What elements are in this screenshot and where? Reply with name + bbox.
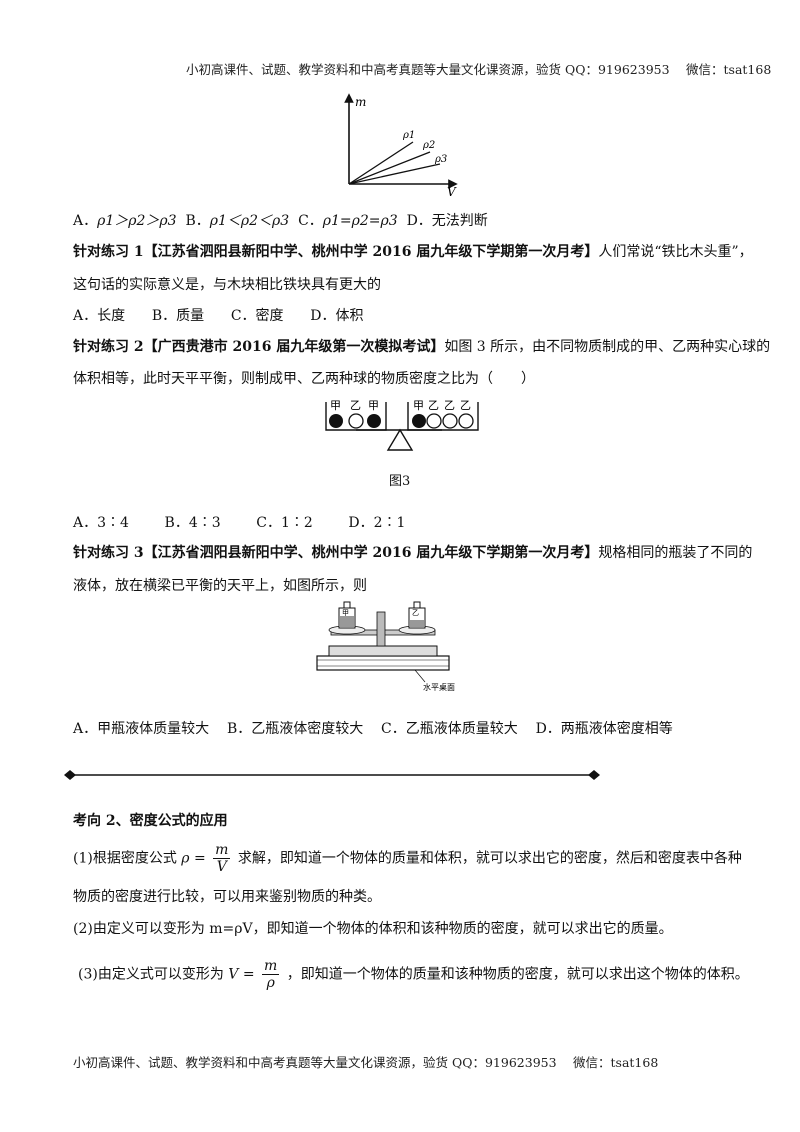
ball-yi — [442, 413, 458, 429]
x-axis-label: V — [447, 185, 457, 199]
bottle-label: 甲 — [342, 609, 349, 617]
line-label-rho2: ρ2 — [422, 140, 435, 151]
ball-label: 乙 — [460, 399, 471, 412]
q2-options: A．3∶4 B．4∶3 C．1∶2 D．2∶1 — [73, 515, 406, 531]
ball-label: 乙 — [428, 399, 439, 412]
ball-yi — [426, 413, 442, 429]
y-axis-label: m — [355, 95, 366, 109]
balance-base — [328, 645, 438, 657]
right-pan — [407, 402, 479, 431]
section-divider — [64, 770, 600, 780]
balance-bottles-figure: 甲 乙 水平桌面 — [316, 601, 455, 692]
section2-p2: (2)由定义可以变形为 m=ρV，即知道一个物体的体积和该种物质的密度，就可以求… — [73, 921, 673, 937]
ball-label: 甲 — [368, 399, 379, 412]
ball-yi — [458, 413, 474, 429]
q2-stem-line2: 体积相等，此时天平平衡，则制成甲、乙两种球的物质密度之比为（ ） — [73, 371, 535, 387]
page-header: 小初高课件、试题、教学资料和中高考真题等大量文化课资源，验货 QQ：919623… — [186, 62, 772, 77]
ball-label: 甲 — [330, 399, 341, 412]
bottle-label: 乙 — [412, 609, 419, 617]
ball-label: 乙 — [444, 399, 455, 412]
ball-jia — [367, 414, 381, 428]
desk-label: 水平桌面 — [423, 682, 455, 692]
ball-label: 乙 — [350, 399, 361, 412]
ball-yi — [348, 413, 364, 429]
line-rho3 — [348, 163, 441, 185]
q1-stem-line2: 这句话的实际意义是，与木块相比铁块具有更大的 — [73, 277, 381, 293]
section2-title: 考向 2、密度公式的应用 — [73, 813, 228, 829]
line-label-rho1: ρ1 — [402, 130, 415, 141]
desk — [316, 655, 450, 671]
line-label-rho3: ρ3 — [434, 154, 447, 165]
ball-jia — [412, 414, 426, 428]
mass-volume-graph: m V ρ1 ρ2 ρ3 — [344, 93, 458, 199]
q3-options: A．甲瓶液体质量较大 B．乙瓶液体密度较大 C．乙瓶液体质量较大 D．两瓶液体密… — [73, 721, 673, 737]
balance-pillar — [376, 611, 386, 647]
line-rho2 — [348, 151, 431, 185]
page-footer: 小初高课件、试题、教学资料和中高考真题等大量文化课资源，验货 QQ：919623… — [73, 1055, 659, 1070]
q3-stem-line2: 液体，放在横梁已平衡的天平上，如图所示，则 — [73, 578, 367, 594]
q1-stem-line1: 针对练习 1【江苏省泗阳县新阳中学、桃州中学 2016 届九年级下学期第一次月考… — [73, 244, 753, 260]
q3-stem-line1: 针对练习 3【江苏省泗阳县新阳中学、桃州中学 2016 届九年级下学期第一次月考… — [73, 545, 753, 561]
section2-p1-line2: 物质的密度进行比较，可以用来鉴别物质的种类。 — [73, 889, 381, 905]
figure-caption: 图3 — [389, 474, 411, 489]
ball-label: 甲 — [413, 399, 424, 412]
ball-jia — [329, 414, 343, 428]
fulcrum — [386, 428, 414, 451]
q2-stem-line1: 针对练习 2【广西贵港市 2016 届九年级第一次模拟考试】如图 3 所示，由不… — [73, 339, 771, 355]
balance-figure-3: 甲 乙 甲 甲 乙 乙 乙 — [325, 399, 479, 451]
q1-options: A．长度 B．质量 C．密度 D．体积 — [73, 308, 364, 324]
line-rho1 — [348, 141, 414, 185]
q0-options: A．ρ1＞ρ2＞ρ3 B．ρ1＜ρ2＜ρ3 C．ρ1=ρ2=ρ3 D．无法判断 — [73, 213, 488, 229]
